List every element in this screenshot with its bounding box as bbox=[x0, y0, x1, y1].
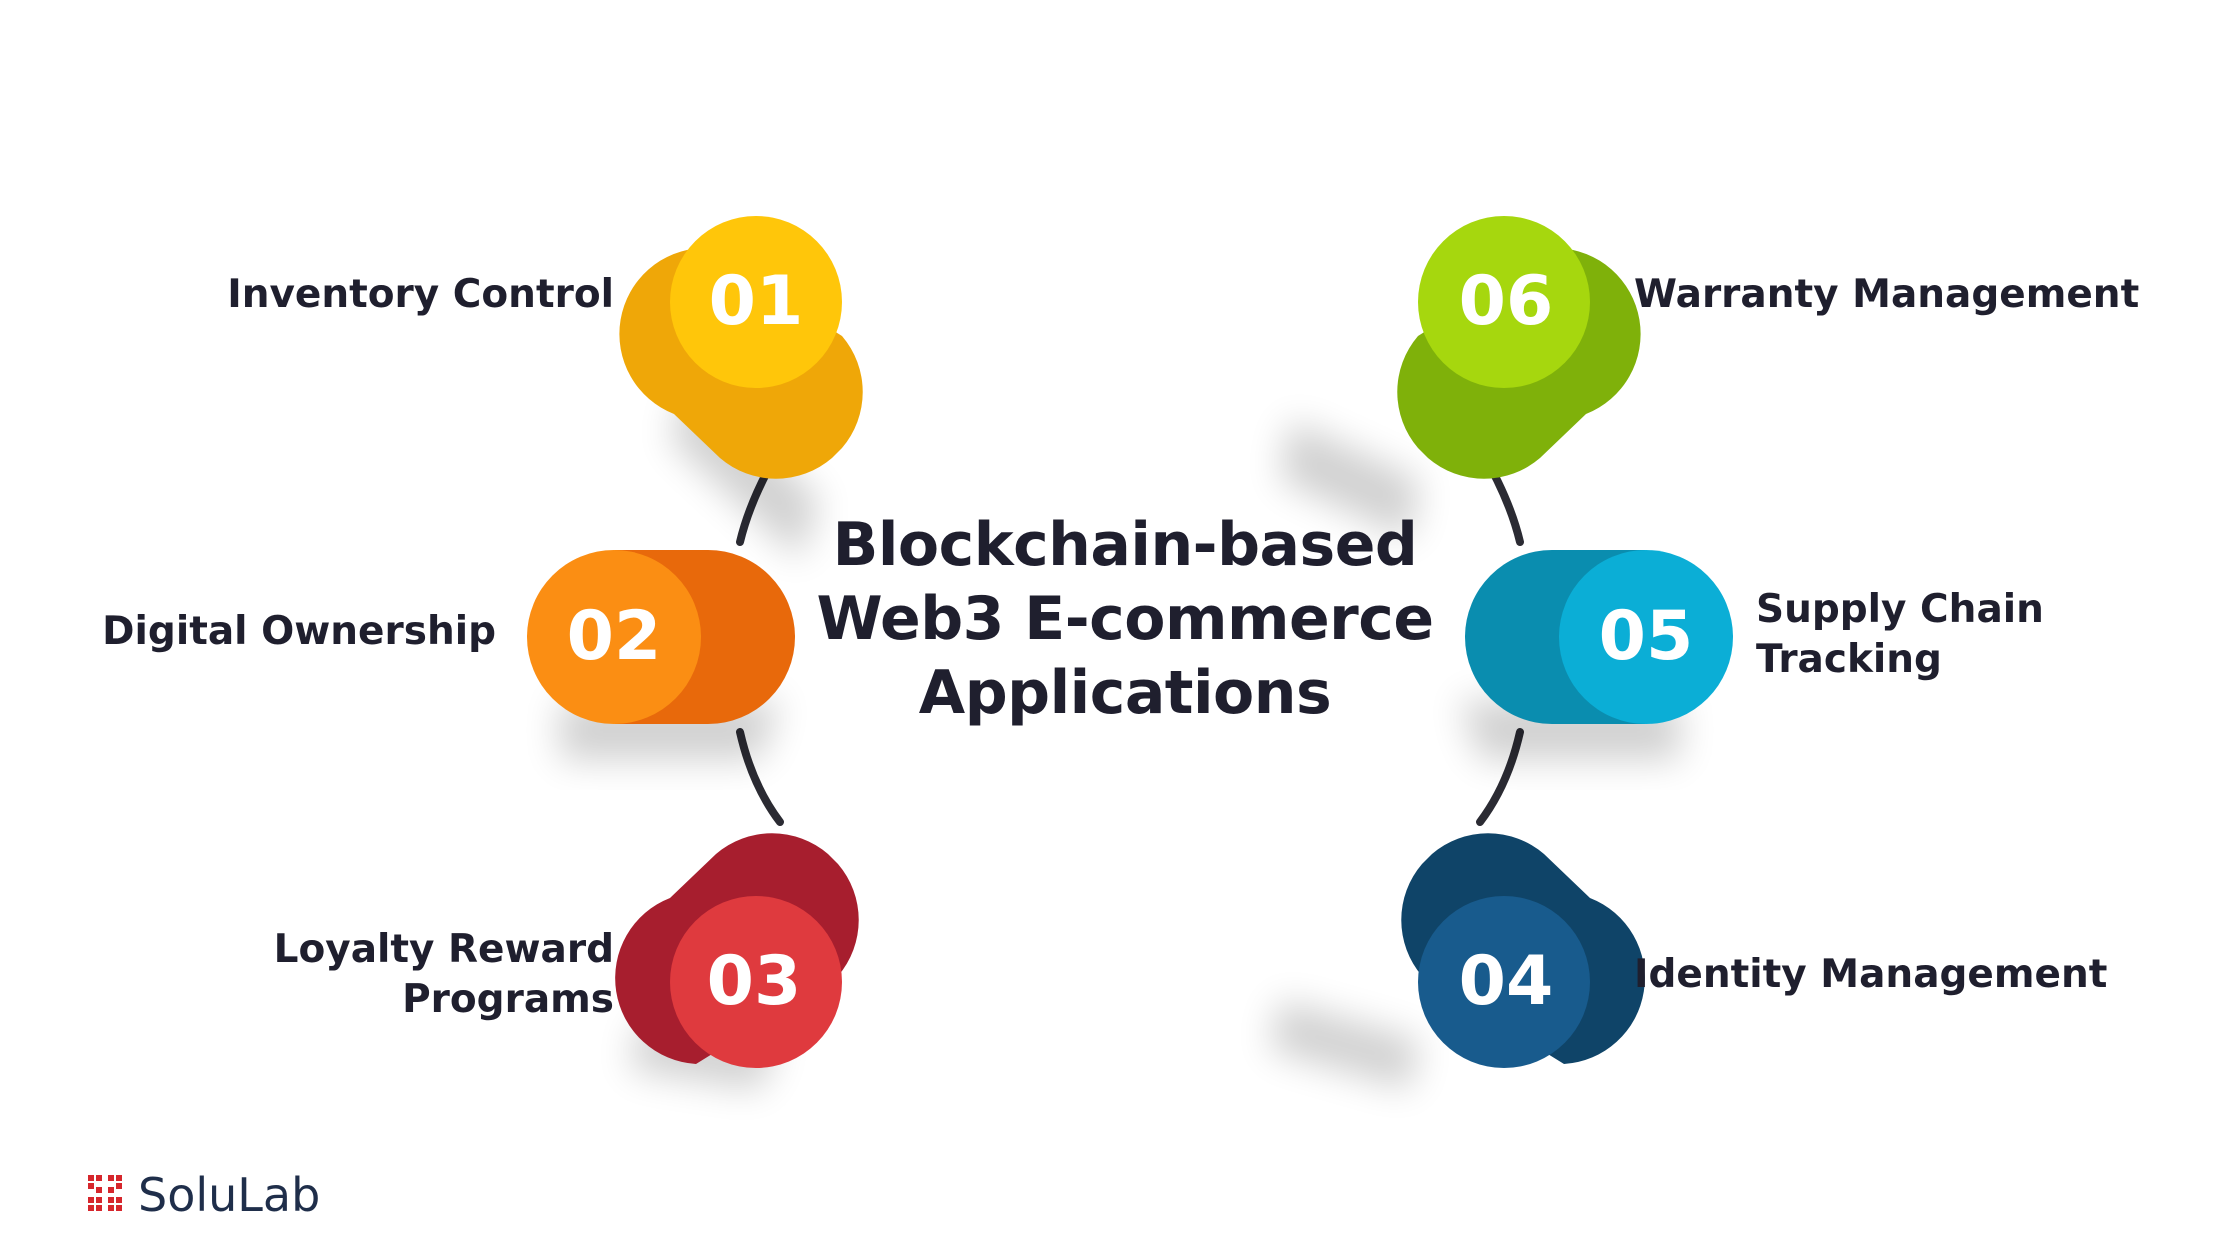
badge-05 bbox=[1460, 550, 1733, 760]
badge-06-face bbox=[1418, 216, 1590, 388]
label-02: Digital Ownership bbox=[0, 607, 496, 657]
badge-02-face bbox=[527, 550, 701, 724]
solulab-logo-icon bbox=[88, 1175, 122, 1211]
label-04: Identity Management bbox=[1634, 950, 2214, 1000]
label-03-line-1: Loyalty Reward bbox=[273, 927, 614, 972]
badge-04-face bbox=[1418, 896, 1590, 1068]
label-06: Warranty Management bbox=[1634, 270, 2214, 320]
badge-01-face bbox=[670, 216, 842, 388]
title-line-3: Applications bbox=[918, 658, 1332, 728]
badge-03-face bbox=[670, 896, 842, 1068]
badge-number-06: 06 bbox=[1458, 262, 1554, 341]
badge-06-shadow bbox=[1280, 420, 1420, 540]
badge-number-01: 01 bbox=[708, 262, 804, 341]
label-03: Loyalty Reward Programs bbox=[94, 925, 614, 1025]
badge-04 bbox=[1270, 833, 1645, 1090]
badge-03 bbox=[615, 833, 859, 1090]
badge-number-05: 05 bbox=[1598, 597, 1694, 676]
label-03-line-2: Programs bbox=[402, 977, 614, 1022]
badge-number-02: 02 bbox=[566, 597, 662, 676]
badge-04-shadow bbox=[1270, 1000, 1420, 1090]
label-02-line-1: Digital Ownership bbox=[102, 609, 496, 654]
badge-number-03: 03 bbox=[706, 942, 802, 1021]
label-04-line-1: Identity Management bbox=[1634, 952, 2108, 997]
label-05: Supply Chain Tracking bbox=[1756, 585, 2216, 685]
title-line-2: Web3 E-commerce bbox=[816, 584, 1434, 654]
brand-logo: SoluLab bbox=[88, 1165, 320, 1225]
title-line-1: Blockchain-based bbox=[832, 510, 1418, 580]
label-01: Inventory Control bbox=[54, 270, 614, 320]
badge-01 bbox=[619, 216, 863, 560]
badge-05-face bbox=[1559, 550, 1733, 724]
brand-name: SoluLab bbox=[138, 1168, 321, 1222]
badge-06 bbox=[1280, 216, 1641, 540]
label-05-line-1: Supply Chain bbox=[1756, 587, 2044, 632]
label-06-line-1: Warranty Management bbox=[1634, 272, 2140, 317]
label-01-line-1: Inventory Control bbox=[227, 272, 614, 317]
diagram-title: Blockchain-based Web3 E-commerce Applica… bbox=[780, 508, 1470, 730]
badge-number-04: 04 bbox=[1458, 942, 1554, 1021]
badge-02 bbox=[527, 550, 795, 760]
label-05-line-2: Tracking bbox=[1756, 637, 1942, 682]
